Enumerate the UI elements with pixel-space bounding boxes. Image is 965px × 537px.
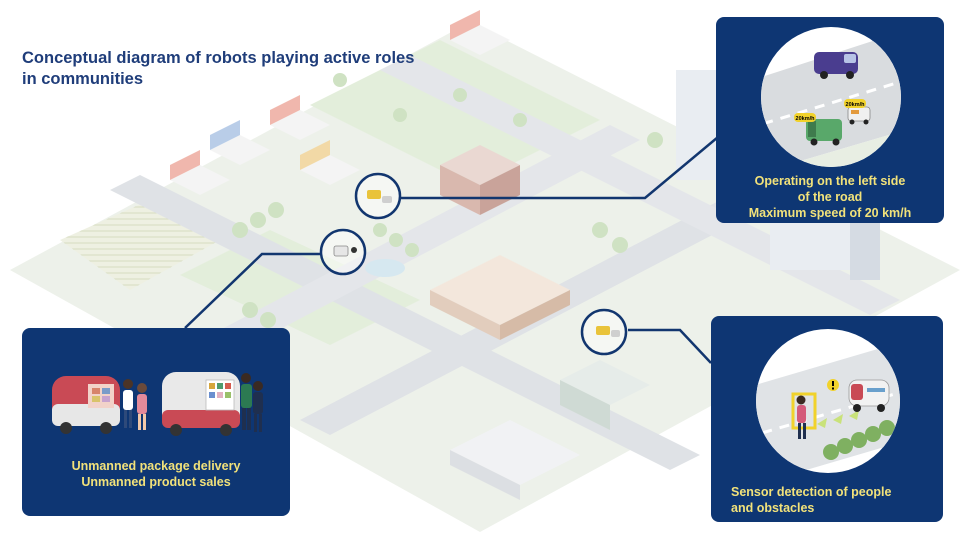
diagram-title: Conceptual diagram of robots playing act… bbox=[22, 48, 482, 90]
tree-icon bbox=[232, 73, 663, 328]
house-icon bbox=[170, 150, 230, 195]
road-operation-caption: Operating on the left side of the road M… bbox=[716, 173, 944, 221]
building-icon bbox=[430, 255, 570, 340]
road-operation-line-3: Maximum speed of 20 km/h bbox=[748, 206, 912, 220]
robot-vehicle-icon bbox=[848, 379, 890, 412]
person-icon bbox=[796, 395, 806, 439]
van-icon bbox=[814, 52, 858, 79]
delivery-sales-caption: Unmanned package delivery Unmanned produ… bbox=[22, 458, 290, 490]
delivery-sales-line-2: Unmanned product sales bbox=[81, 475, 231, 489]
robot-vehicle-icon bbox=[806, 119, 842, 146]
house-icon bbox=[210, 120, 270, 165]
road-operation-line-2: of the road bbox=[797, 190, 863, 204]
callout-sensor-detection: Sensor detection of people and obstacles bbox=[711, 316, 943, 522]
building-icon bbox=[560, 360, 650, 430]
fountain bbox=[365, 259, 405, 277]
speed-tag-label: 20km/h bbox=[846, 102, 866, 108]
grass-block bbox=[310, 40, 600, 185]
speed-tag-label: 20km/h bbox=[796, 116, 816, 122]
sales-robot-van-icon bbox=[162, 372, 240, 436]
house-icon bbox=[450, 10, 510, 55]
main-road bbox=[110, 175, 700, 470]
delivery-inset-illustration bbox=[52, 372, 263, 436]
house-icon bbox=[270, 95, 330, 140]
person-icon bbox=[123, 379, 147, 430]
sensor-line-1: Sensor detection of people bbox=[731, 485, 892, 499]
map-highlight-sales-robot bbox=[319, 228, 367, 276]
sensor-line-2: and obstacles bbox=[731, 501, 815, 515]
cross-road bbox=[220, 125, 640, 345]
road-inset-illustration: 20km/h 20km/h bbox=[761, 27, 901, 167]
sensor-caption: Sensor detection of people and obstacles bbox=[731, 484, 935, 516]
title-line-1: Conceptual diagram of robots playing act… bbox=[22, 49, 415, 67]
warning-icon bbox=[827, 379, 839, 391]
building-icon bbox=[440, 145, 520, 215]
callout-road-operation: 20km/h 20km/h Operating on the left side… bbox=[716, 17, 944, 223]
building-icon bbox=[450, 420, 580, 500]
house-icon bbox=[300, 140, 360, 185]
connector-lines bbox=[184, 126, 731, 364]
map-highlight-road-robot bbox=[354, 172, 402, 220]
map-highlight-sensor-robot bbox=[580, 308, 628, 356]
grass-block bbox=[180, 230, 420, 345]
sensor-inset-illustration bbox=[756, 329, 900, 473]
road-operation-line-1: Operating on the left side bbox=[754, 174, 906, 188]
delivery-sales-line-1: Unmanned package delivery bbox=[71, 459, 241, 473]
sensor-wave-icon bbox=[817, 410, 859, 428]
person-icon bbox=[241, 373, 263, 432]
hedge bbox=[823, 420, 895, 460]
speed-tag-icon: 20km/h 20km/h bbox=[794, 99, 866, 122]
callout-delivery-sales: Unmanned package delivery Unmanned produ… bbox=[22, 328, 290, 516]
delivery-robot-van-icon bbox=[52, 376, 120, 434]
title-line-2: in communities bbox=[22, 70, 144, 88]
